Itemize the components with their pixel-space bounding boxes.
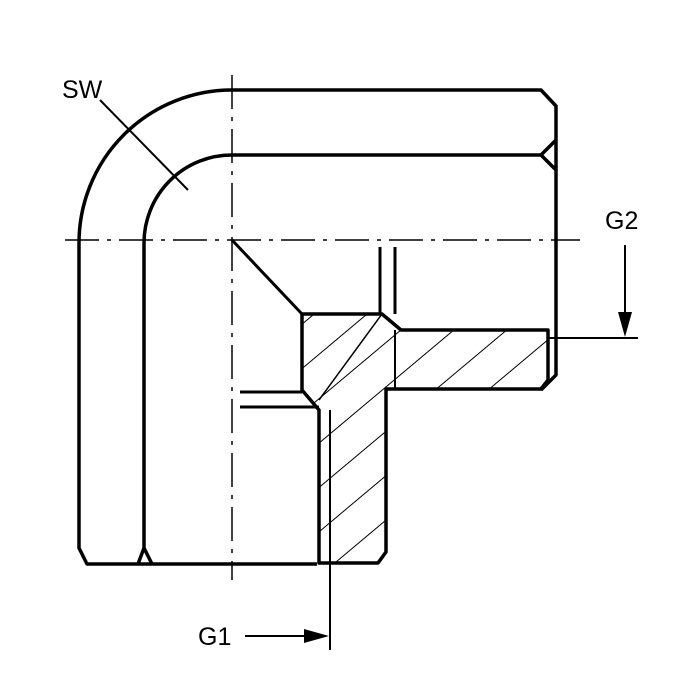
g1-label: G1 [198, 623, 231, 651]
center-lines [65, 75, 580, 580]
section-outline [300, 312, 550, 565]
outer-body [77, 88, 558, 566]
g2-annotation: G2 [548, 207, 638, 339]
outer-contour [77, 88, 558, 566]
section-vertical-wall [302, 314, 548, 563]
g1-annotation: G1 [198, 563, 331, 651]
bore-details [230, 238, 397, 409]
sw-annotation: SW [62, 76, 189, 191]
g1-arrowhead [304, 629, 329, 643]
drill-cone-line [230, 238, 304, 316]
sw-label: SW [62, 76, 103, 104]
g2-arrowhead [618, 312, 632, 337]
g2-label: G2 [605, 207, 638, 235]
sw-leader-line [99, 99, 189, 191]
inner-corner-line [318, 313, 383, 401]
cross-section [300, 312, 550, 565]
